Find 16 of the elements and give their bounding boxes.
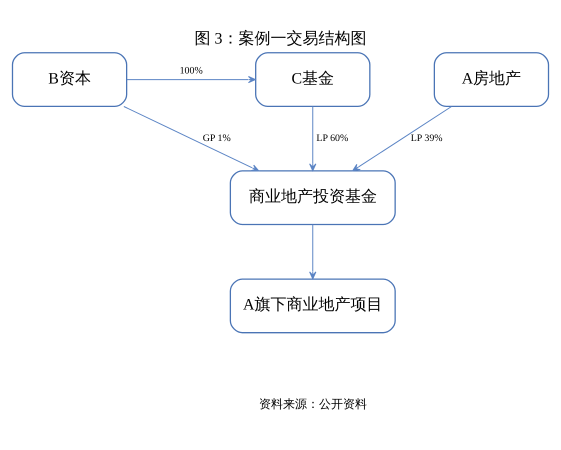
edge-label: LP 60% xyxy=(316,133,348,144)
node-box: 商业地产投资基金 xyxy=(230,170,396,226)
arrow xyxy=(126,76,256,84)
diagram-title: 图 3：案例一交易结构图 xyxy=(194,30,366,48)
edge-label: 100% xyxy=(180,66,203,77)
arrow xyxy=(123,106,260,172)
node-box: B资本 xyxy=(12,52,128,108)
edge-label: LP 39% xyxy=(410,133,443,144)
caption: 资料来源：公开资料 xyxy=(258,397,367,412)
node-box: C基金 xyxy=(255,52,370,108)
arrow xyxy=(352,106,452,172)
node-box: A旗下商业地产项目 xyxy=(230,278,396,334)
edge-label: GP 1% xyxy=(202,133,231,144)
node-box: A房地产 xyxy=(434,52,550,108)
arrow xyxy=(309,224,316,280)
arrow xyxy=(309,106,316,172)
